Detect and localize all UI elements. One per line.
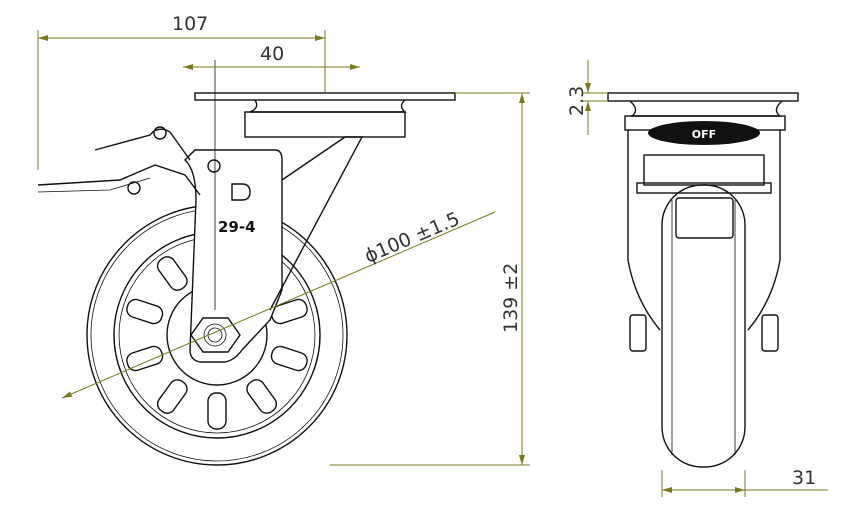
axle-bolt [203,323,227,347]
brake-pedal-upper [94,128,191,161]
wheel-spoke [270,298,308,325]
pivot-hole [153,126,167,140]
swivel-housing [244,111,406,138]
brake-disc [648,121,760,145]
top-plate [607,92,799,102]
brake-label: OFF [692,128,716,141]
brake-plate [636,182,772,194]
pivot-hole [207,159,221,173]
dimensions: 107 40 139 ±2 ϕ100 ±1.5 2.3 31 [37,13,828,497]
side-view: 29-4 [37,60,456,466]
brake-shoe [675,197,734,239]
wheel-spoke [156,379,188,414]
dim-swivel-offset: 40 [260,43,284,65]
fork-rear-leg [269,136,364,311]
swivel-bearing [629,100,783,117]
brake-body [643,154,765,186]
dim-wheel-diameter: ϕ100 ±1.5 [361,208,463,268]
swivel-bearing [249,99,407,113]
dim-plate-thickness: 2.3 [566,86,588,116]
fork-sides [627,130,781,331]
front-view: OFF [607,92,799,468]
brake-pedal-edge [37,177,151,193]
wheel-spoke [126,298,164,325]
dim-total-height: 139 ±2 [500,263,522,333]
pivot-hole [127,181,141,195]
wheel-spoke [156,256,188,291]
axle-nut-right [761,314,779,352]
brake-pedal-lower [37,164,201,196]
wheel-spoke [207,392,227,430]
fork-leg [183,149,283,363]
wheel-spoke [246,379,278,414]
wheel-spoke [270,345,308,372]
dim-wheel-width: 31 [792,467,816,489]
wheel-front [661,184,746,468]
fork-marking: 29-4 [218,218,256,236]
wheel-spoke [126,345,164,372]
top-plate [194,92,456,101]
axle-nut-left [629,314,647,352]
logo-icon [231,183,251,201]
dim-overall-offset: 107 [172,13,208,35]
